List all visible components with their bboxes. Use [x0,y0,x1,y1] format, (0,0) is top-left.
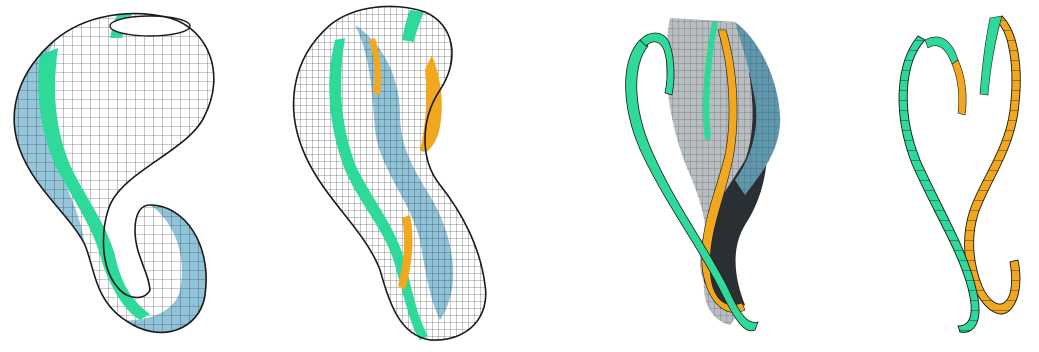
panel-klein-bottle [14,14,214,333]
panel-klein-bottle-cut [294,6,486,340]
twisted-green-upper [640,33,674,95]
panel-mobius-strips [899,16,1020,332]
mobius-orange-strip [965,16,1021,314]
panel-twisted-strips [626,18,781,331]
mobius-green-strip [899,36,979,332]
mobius-green-right [980,16,1002,95]
mobius-green-top [925,37,958,64]
mobius-orange-left [952,60,966,115]
klein-bottle-opening [110,16,190,36]
